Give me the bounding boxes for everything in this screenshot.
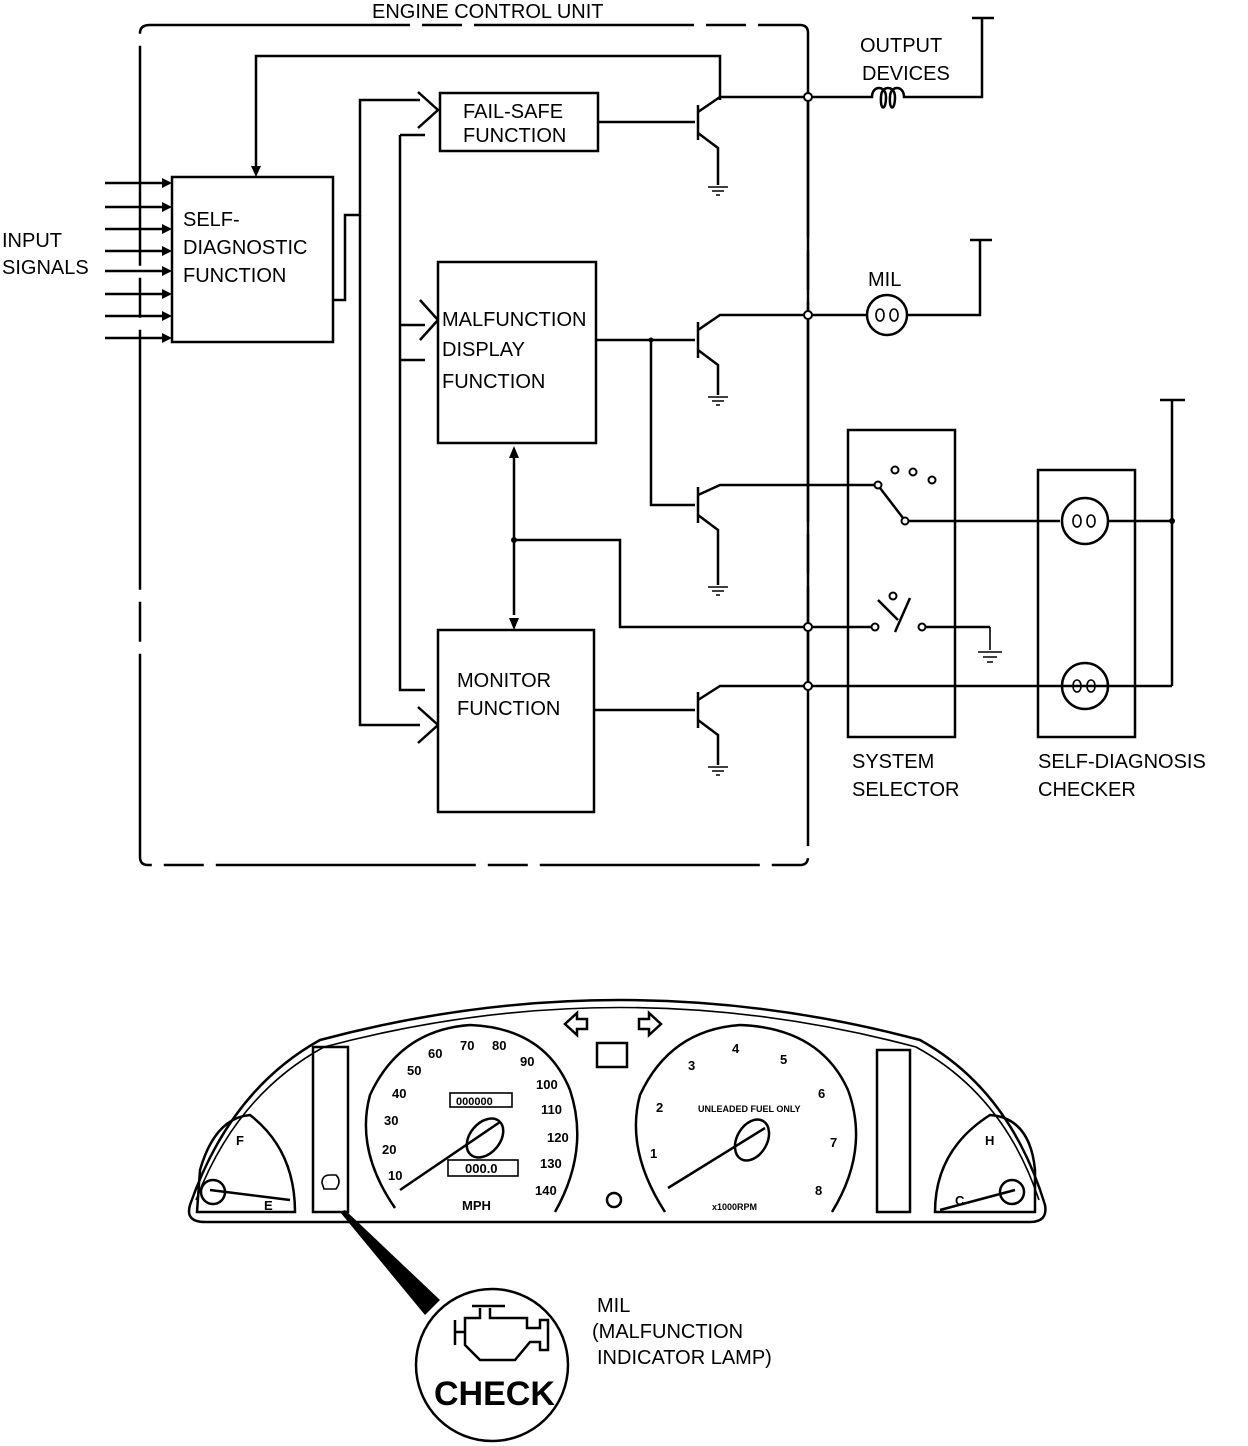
malf-l1: MALFUNCTION [442,309,586,331]
temp-c: C [955,1193,965,1208]
input-arrows [105,178,172,343]
mil-label: MIL [868,269,901,291]
mil-callout-l1: MIL [597,1295,630,1317]
mil-callout-l2: (MALFUNCTION [592,1321,743,1343]
monitor-l2: FUNCTION [457,698,560,720]
check-engine-callout [414,1287,570,1443]
fuel-f: F [236,1133,244,1148]
check-engine-icon [453,1304,550,1362]
speed-30: 30 [384,1113,398,1128]
speed-100: 100 [536,1077,558,1092]
odometer: 000000 [456,1096,493,1108]
system-selector-l1: SYSTEM [852,751,934,773]
rpm-note: UNLEADED FUEL ONLY [698,1104,801,1114]
speed-130: 130 [540,1156,562,1171]
rpm-3: 3 [688,1058,695,1073]
speed-50: 50 [407,1063,421,1078]
monitor-block [436,628,596,814]
speed-unit: MPH [462,1198,491,1213]
rpm-unit: x1000RPM [712,1202,757,1212]
checker-l1: SELF-DIAGNOSIS [1038,751,1206,773]
trip-meter: 000.0 [465,1161,498,1176]
self-diag-l1: SELF- [183,209,240,231]
rpm-4: 4 [732,1041,740,1056]
self-diagnosis-checker-box [1036,468,1137,739]
check-label: CHECK [434,1375,555,1413]
speed-80: 80 [492,1038,506,1053]
ecu-title: ENGINE CONTROL UNIT [372,1,604,23]
output-devices-l1: OUTPUT [860,35,942,57]
fail-safe-block [438,91,600,153]
rpm-7: 7 [830,1135,837,1150]
input-label-1: INPUT [2,230,62,252]
rpm-5: 5 [780,1052,787,1067]
speed-140: 140 [535,1183,557,1198]
speed-90: 90 [520,1054,534,1069]
fail-safe-l2: FUNCTION [463,125,566,147]
mil-lamp-icon [865,293,909,337]
malf-l2: DISPLAY [442,339,525,361]
monitor-l1: MONITOR [457,670,551,692]
instrument-cluster: F E 10 20 30 40 50 60 70 80 90 100 110 1… [187,998,1047,1224]
mil-callout-l3: INDICATOR LAMP) [597,1347,772,1369]
transistors [594,95,1172,765]
self-diag-l3: FUNCTION [183,265,286,287]
rpm-6: 6 [818,1086,825,1101]
rpm-tick-labels: 1 2 3 4 5 6 7 8 [650,1041,837,1198]
checker-lamp-2-icon [1060,661,1110,711]
callout-pointer [340,1210,440,1315]
checker-lamp-1-icon [1060,496,1110,546]
fuel-e: E [264,1198,273,1213]
coil-icon [812,16,994,109]
input-label-2: SIGNALS [2,257,89,279]
rpm-8: 8 [815,1183,822,1198]
self-diag-l2: DIAGNOSTIC [183,237,307,259]
speed-10: 10 [388,1168,402,1183]
malf-l3: FUNCTION [442,371,545,393]
fail-safe-l1: FAIL-SAFE [463,101,563,123]
malfunction-display-block [436,260,598,445]
output-devices-l2: DEVICES [862,63,950,85]
speed-120: 120 [547,1130,569,1145]
ecu-boundary [138,23,810,867]
speed-40: 40 [392,1086,406,1101]
system-selector-l2: SELECTOR [852,779,959,801]
rpm-1: 1 [650,1146,657,1161]
ground-symbols [708,186,1002,776]
speed-20: 20 [382,1142,396,1157]
temp-h: H [985,1133,994,1148]
rpm-2: 2 [656,1100,663,1115]
system-selector-box [846,428,957,739]
self-diagnostic-block [170,175,335,344]
speed-tick-labels: 10 20 30 40 50 60 70 80 90 100 110 120 1… [382,1038,569,1198]
speed-70: 70 [460,1038,474,1053]
speed-110: 110 [541,1102,562,1117]
speed-60: 60 [428,1046,442,1061]
checker-l2: CHECKER [1038,779,1136,801]
